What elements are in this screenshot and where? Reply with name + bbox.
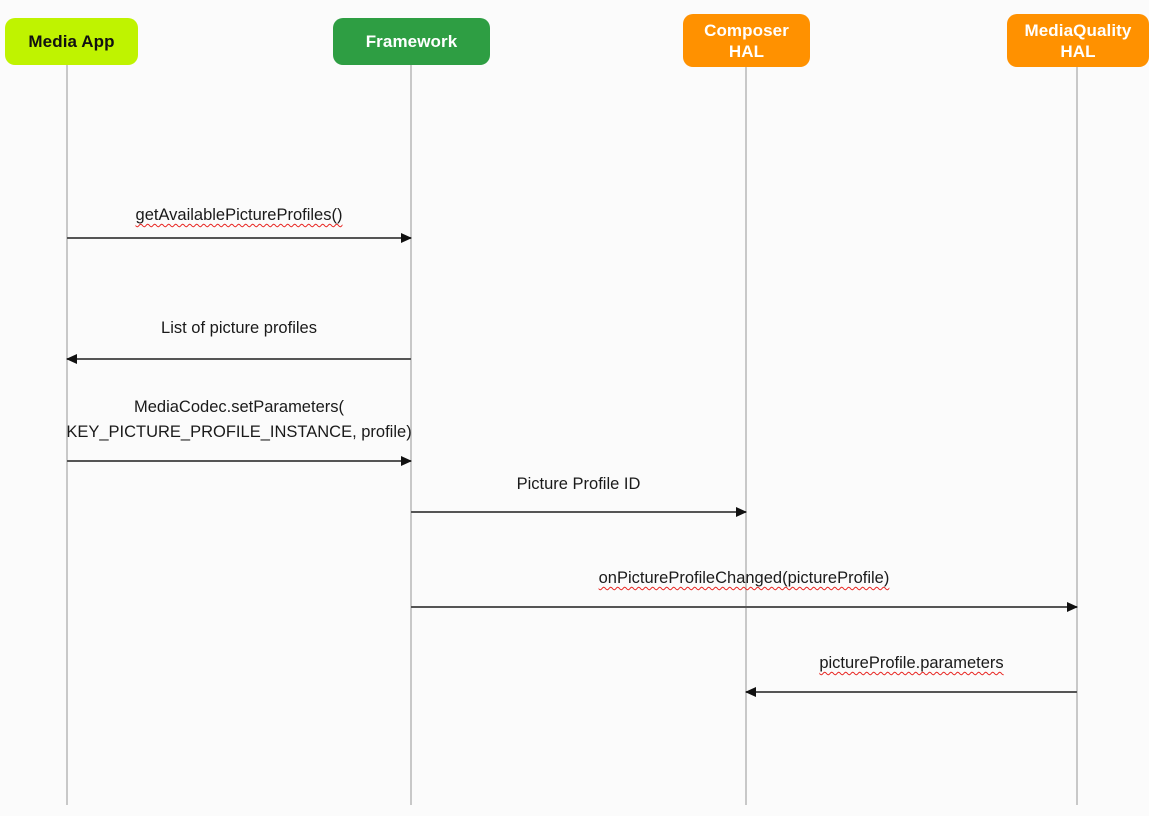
arrowhead-right-icon: [401, 456, 412, 466]
message-line: [411, 511, 746, 513]
arrowhead-right-icon: [736, 507, 747, 517]
message-label-list-of-picture-profiles: List of picture profiles: [161, 319, 317, 337]
participant-composer-hal[interactable]: Composer HAL: [683, 14, 810, 67]
lifeline-composer-hal: [745, 65, 747, 805]
arrowhead-right-icon: [1067, 602, 1078, 612]
lifeline-media-app: [66, 65, 68, 805]
message-label-picture-profile-id: Picture Profile ID: [516, 475, 641, 493]
lifeline-mediaquality-hal: [1076, 65, 1078, 805]
message-label-get-available-picture-profiles: getAvailablePictureProfiles(): [135, 206, 343, 224]
message-line: [746, 691, 1077, 693]
message-line: [67, 358, 411, 360]
participant-media-app[interactable]: Media App: [5, 18, 138, 65]
arrowhead-left-icon: [745, 687, 756, 697]
message-label-on-picture-profile-changed: onPictureProfileChanged(pictureProfile): [598, 569, 890, 587]
arrowhead-left-icon: [66, 354, 77, 364]
participant-mediaquality-hal[interactable]: MediaQuality HAL: [1007, 14, 1149, 67]
arrowhead-right-icon: [401, 233, 412, 243]
message-line: [411, 606, 1077, 608]
participant-framework[interactable]: Framework: [333, 18, 490, 65]
message-label-mediacodec-set-parameters: MediaCodec.setParameters( KEY_PICTURE_PR…: [66, 398, 412, 441]
message-label-picture-profile-parameters: pictureProfile.parameters: [819, 654, 1004, 672]
lifeline-framework: [410, 65, 412, 805]
message-line: [67, 460, 411, 462]
message-line: [67, 237, 411, 239]
